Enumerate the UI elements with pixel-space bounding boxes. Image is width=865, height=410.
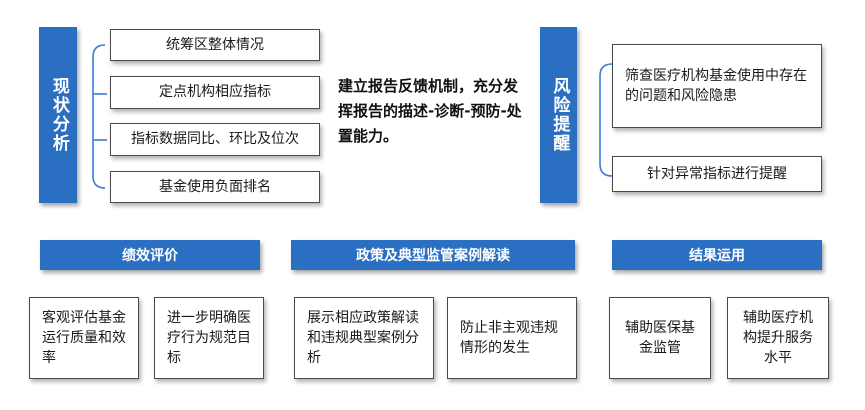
analysis-item-3: 指标数据同比、环比及位次 <box>110 123 320 156</box>
performance-item-2: 进一步明确医疗行为规范目标 <box>154 297 264 379</box>
analysis-item-1: 统筹区整体情况 <box>110 29 320 61</box>
policy-title-bar: 政策及典型监管案例解读 <box>291 240 575 270</box>
risk-item-2: 针对异常指标进行提醒 <box>612 156 822 192</box>
risk-item-1: 筛查医疗机构基金使用中存在的问题和风险隐患 <box>612 44 822 128</box>
analysis-title-bar: 现状分析 <box>39 27 77 203</box>
result-item-2: 辅助医疗机构提升服务水平 <box>727 297 829 379</box>
result-item-1: 辅助医保基金监管 <box>609 297 711 379</box>
performance-item-1: 客观评估基金运行质量和效率 <box>29 297 139 379</box>
risk-title: 风险提醒 <box>549 77 570 153</box>
analysis-item-4: 基金使用负面排名 <box>110 171 320 203</box>
performance-title-bar: 绩效评价 <box>40 240 260 270</box>
policy-item-1: 展示相应政策解读和违规典型案例分析 <box>294 297 434 379</box>
policy-title: 政策及典型监管案例解读 <box>356 248 510 264</box>
performance-title: 绩效评价 <box>122 248 178 264</box>
risk-title-bar: 风险提醒 <box>540 27 577 203</box>
result-title-bar: 结果运用 <box>612 240 822 270</box>
result-title: 结果运用 <box>689 248 745 264</box>
analysis-item-2: 定点机构相应指标 <box>110 76 320 109</box>
policy-item-2: 防止非主观违规情形的发生 <box>447 297 577 379</box>
center-statement: 建立报告反馈机制，充分发挥报告的描述-诊断-预防-处置能力。 <box>338 77 522 145</box>
analysis-title: 现状分析 <box>48 77 69 153</box>
